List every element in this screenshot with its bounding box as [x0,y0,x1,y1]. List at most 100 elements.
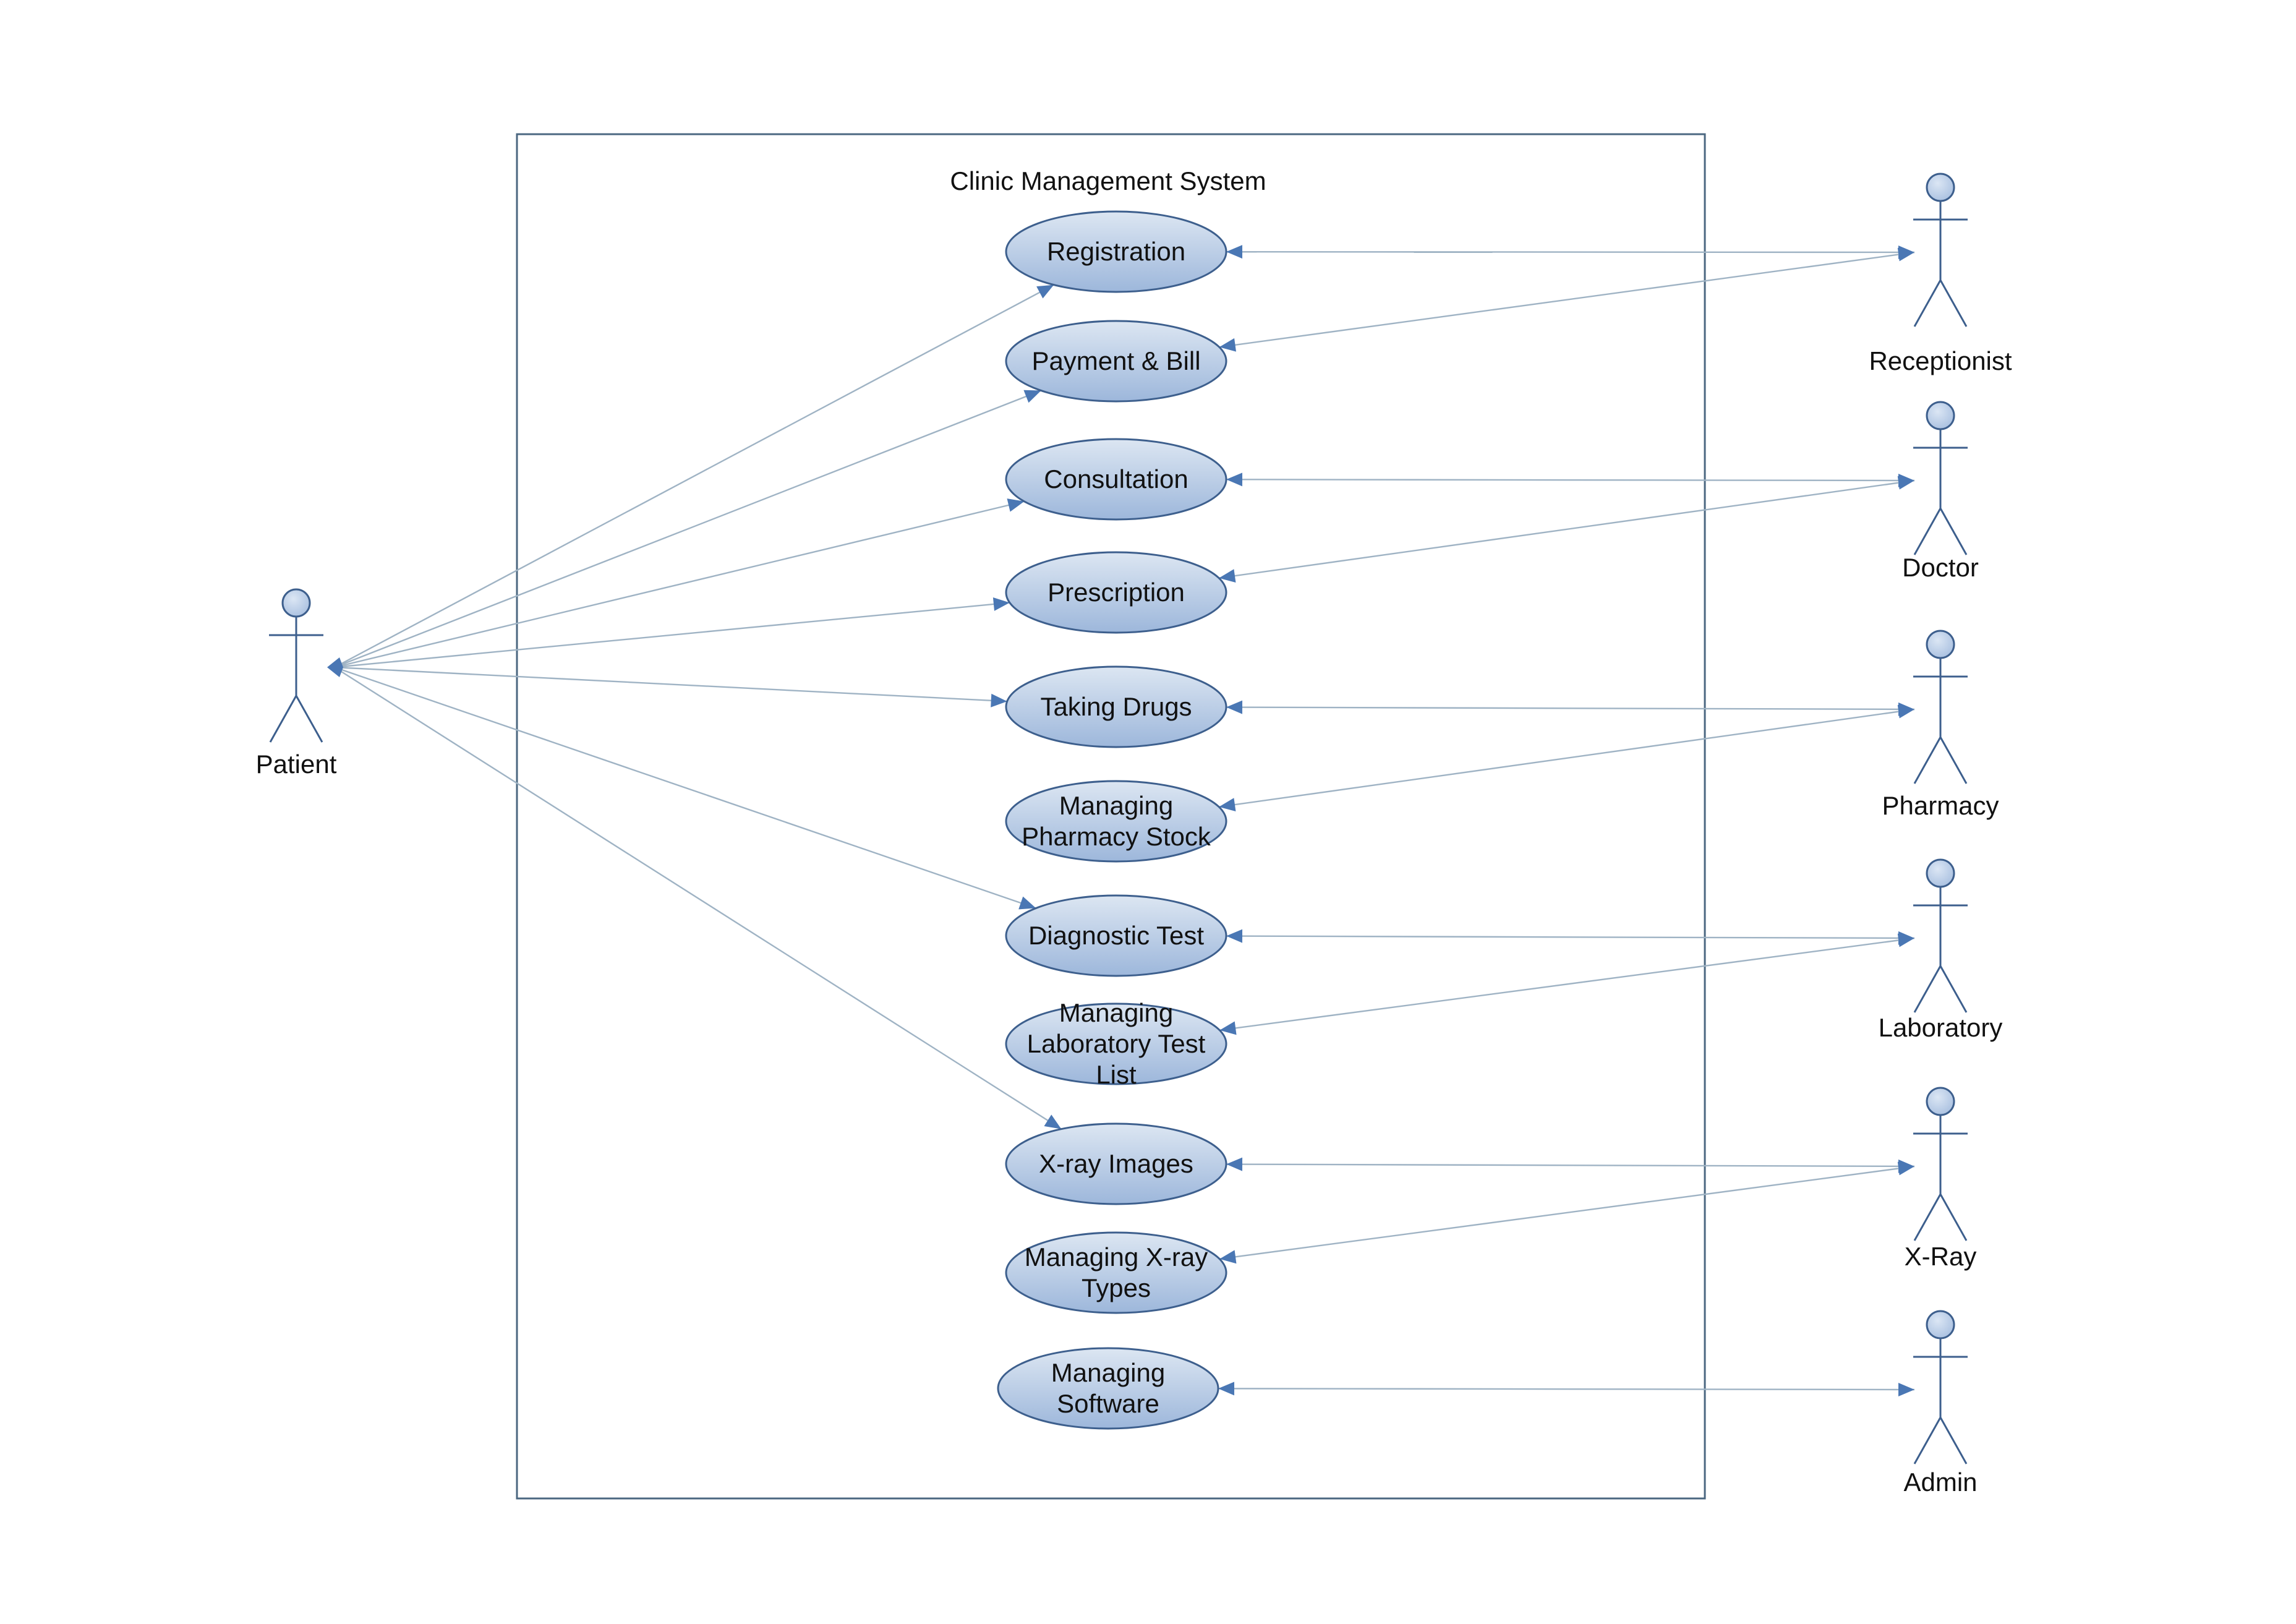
stick-figure-icon [1913,887,1968,1013]
actor-patient[interactable]: Patient [256,588,337,779]
association-doctor-consultation [1226,472,1915,487]
use-case-label: Taking Drugs [1040,692,1192,721]
use-case-label: Payment & Bill [1031,346,1200,375]
use-case-label: Diagnostic Test [1028,921,1204,950]
association-x-ray-x-ray-images [1226,1157,1915,1173]
arrowhead [1226,472,1243,487]
use-case-ellipse [1005,780,1227,863]
arrowhead [1018,896,1036,910]
association-doctor-prescription [1219,476,1915,583]
arrowhead [1226,929,1243,943]
association-patient-consultation [334,498,1025,669]
actor-label: X-Ray [1905,1242,1977,1271]
association-patient-diagnostic-test [334,666,1036,910]
use-case-ellipse [1005,320,1227,403]
use-case-payment-bill[interactable]: Payment & Bill [1005,320,1227,403]
use-case-x-ray-images[interactable]: X-ray Images [1005,1122,1227,1205]
use-case-label: Laboratory Test [1027,1029,1206,1058]
use-case-label: Managing [1059,791,1173,820]
use-case-ellipse [997,1347,1219,1430]
use-case-ellipse [1005,1122,1227,1205]
actor-receptionist[interactable]: Receptionist [1869,173,2012,375]
arrowhead [1226,700,1243,714]
arrowhead [1897,933,1914,947]
associations [327,245,1915,1396]
arrowhead [1219,798,1236,811]
association-receptionist-registration [1226,245,1915,259]
arrowhead [1219,1021,1237,1035]
association-receptionist-payment-bill [1219,247,1915,352]
arrowhead [1219,1250,1237,1264]
arrowhead [992,597,1010,611]
use-case-label: X-ray Images [1039,1149,1193,1178]
stick-figure-icon [1913,429,1968,555]
use-case-ellipse [1005,551,1227,634]
actor-admin[interactable]: Admin [1903,1310,1978,1497]
use-case-ellipse [1005,1231,1227,1314]
association-pharmacy-managing-pharmacy-stock [1219,704,1915,811]
association-patient-prescription [334,597,1010,669]
arrowhead [991,693,1007,707]
arrowhead [1226,245,1243,259]
use-case-prescription[interactable]: Prescription [1005,551,1227,634]
arrowhead [1897,704,1914,719]
use-case-label: Software [1057,1389,1159,1418]
actor-head-icon [1926,1310,1955,1340]
actor-label: Admin [1903,1468,1977,1497]
stick-figure-icon [1913,1115,1968,1241]
use-case-ellipse [1005,210,1227,293]
use-case-label: Prescription [1048,578,1185,607]
use-case-taking-drugs[interactable]: Taking Drugs [1005,665,1227,748]
arrowhead [1897,476,1914,490]
actor-x-ray[interactable]: X-Ray [1905,1087,1977,1271]
association-patient-taking-drugs [334,666,1007,707]
use-case-ellipse [1005,1002,1227,1085]
arrowhead [1898,1382,1914,1396]
arrowhead [1219,569,1236,583]
stick-figure-icon [1913,1338,1968,1464]
association-laboratory-managing-laboratory-test-list [1219,933,1915,1035]
stick-figure-icon [1913,201,1968,327]
use-case-label: Types [1082,1273,1151,1302]
arrowhead [1036,284,1054,299]
association-x-ray-managing-x-ray-types [1219,1161,1915,1264]
arrowhead [1226,1157,1243,1171]
use-case-ellipse [1005,894,1227,977]
arrowhead [1007,498,1025,512]
patient-connector-hub [327,657,343,677]
system-boundary [516,133,1706,1500]
actor-label: Doctor [1902,553,1979,582]
use-case-registration[interactable]: Registration [1005,210,1227,293]
use-case-label: Managing [1051,1358,1165,1387]
actor-head-icon [1926,401,1955,430]
use-case-ellipse [1005,665,1227,748]
arrowhead [1218,1382,1235,1396]
use-case-label: Consultation [1044,464,1188,494]
actors: Patient ReceptionistDoctorPharmacyLaborat… [256,173,2012,1497]
use-case-diagnostic-test[interactable]: Diagnostic Test [1005,894,1227,977]
stick-figure-icon [1913,658,1968,784]
arrowhead [1219,338,1237,352]
actor-label: Pharmacy [1882,791,1999,820]
arrowhead [1897,1161,1914,1176]
use-case-consultation[interactable]: Consultation [1005,438,1227,521]
use-case-ellipse [1005,438,1227,521]
arrowhead [1023,390,1041,403]
actor-pharmacy[interactable]: Pharmacy [1882,630,1999,820]
actor-laboratory[interactable]: Laboratory [1879,858,2003,1042]
actor-head-icon [1926,1087,1955,1116]
use-case-label: Managing [1059,998,1173,1027]
association-admin-managing-software [1218,1382,1915,1396]
actor-doctor[interactable]: Doctor [1902,401,1979,582]
actor-head-icon [1926,630,1955,659]
association-patient-x-ray-images [334,666,1062,1130]
association-laboratory-diagnostic-test [1226,929,1915,945]
actor-label: Patient [256,750,337,779]
arrowhead [1044,1114,1062,1129]
use-case-label: Registration [1047,237,1185,266]
